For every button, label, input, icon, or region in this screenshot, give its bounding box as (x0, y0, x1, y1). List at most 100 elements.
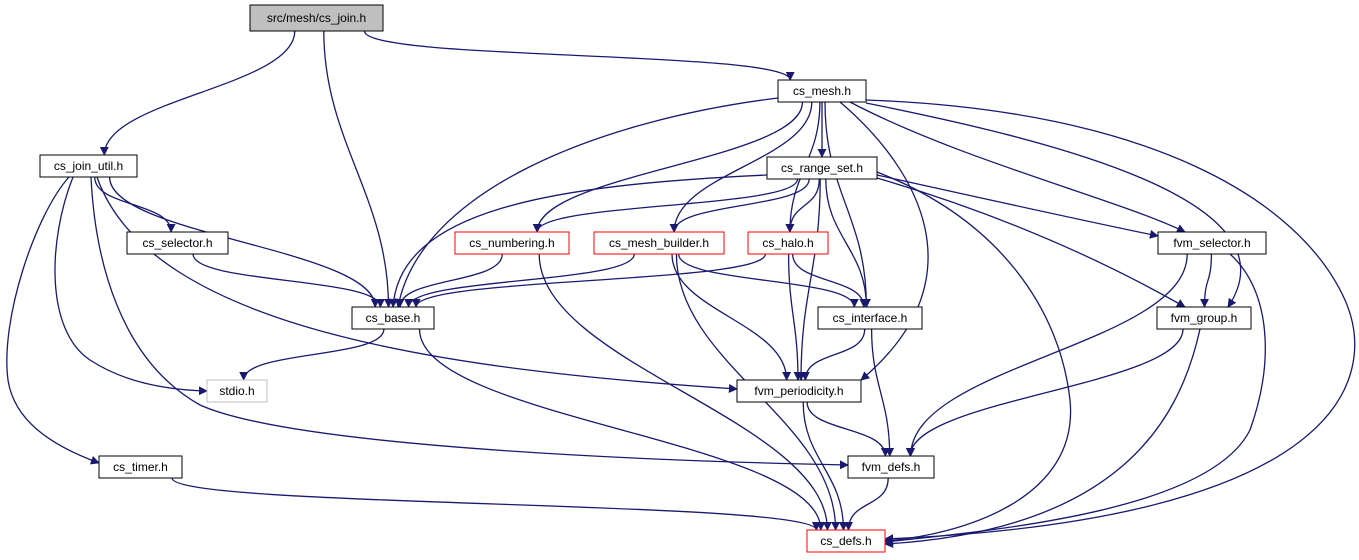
edge-cs_join_util-to-cs_base (108, 176, 380, 308)
node-label: cs_numbering.h (469, 236, 554, 250)
node-box (736, 379, 862, 403)
edge-cs_join_util-to-fvm_periodicity (96, 176, 738, 393)
edge-cs_range_set-to-cs_defs (876, 171, 1072, 545)
node-cs_halo[interactable]: cs_halo.h (747, 231, 829, 255)
edge-line (171, 477, 821, 531)
node-cs_interface[interactable]: cs_interface.h (817, 306, 923, 330)
edge-fvm_selector-to-cs_defs (884, 253, 1266, 546)
edge-line (404, 253, 635, 308)
edge-cs_mesh-to-cs_numbering (532, 101, 804, 233)
edge-line (796, 178, 821, 381)
edge-fvm_group-to-cs_defs (884, 328, 1201, 549)
edge-line (395, 253, 503, 308)
edge-cs_join_util-to-stdio (54, 176, 208, 396)
edge-fvm_selector-to-fvm_defs (906, 253, 1188, 457)
edge-root-to-cs_base (323, 30, 393, 308)
edge-line (1200, 253, 1213, 308)
edge-fvm_defs-to-cs_defs (844, 477, 889, 531)
node-fvm_selector[interactable]: fvm_selector.h (1157, 231, 1267, 255)
edge-cs_mesh-to-cs_mesh_builder (669, 101, 813, 233)
edge-cs_range_set-to-cs_interface (825, 178, 871, 308)
edge-cs_range_set-to-cs_mesh_builder (669, 178, 810, 233)
node-box (817, 306, 923, 330)
node-cs_range_set[interactable]: cs_range_set.h (766, 156, 878, 180)
node-label: fvm_periodicity.h (754, 384, 843, 398)
node-box (249, 4, 384, 32)
node-cs_numbering[interactable]: cs_numbering.h (454, 231, 570, 255)
edge-line (323, 30, 393, 308)
node-label: cs_halo.h (762, 236, 813, 250)
node-label: cs_base.h (366, 311, 421, 325)
edge-line (532, 178, 799, 233)
edge-line (389, 174, 768, 308)
edge-fvm_periodicity-to-cs_defs (802, 401, 848, 531)
edge-line (677, 253, 859, 308)
edge-cs_interface-to-fvm_periodicity (800, 328, 866, 381)
node-cs_mesh[interactable]: cs_mesh.h (777, 79, 867, 103)
node-label: fvm_group.h (1171, 311, 1238, 325)
edge-cs_timer-to-cs_defs (171, 477, 821, 531)
edge-cs_join_util-to-fvm_defs (90, 176, 849, 470)
node-box (777, 79, 867, 103)
node-fvm_defs[interactable]: fvm_defs.h (847, 455, 935, 479)
edge-line (870, 328, 895, 457)
edge-cs_numbering-to-cs_defs (538, 253, 832, 531)
node-fvm_group[interactable]: fvm_group.h (1156, 306, 1252, 330)
edge-line (395, 97, 779, 308)
edge-line (54, 176, 208, 396)
edge-cs_halo-to-cs_base (411, 253, 767, 308)
edge-line (538, 253, 832, 531)
edge-line (792, 253, 869, 308)
node-label: cs_mesh.h (793, 84, 851, 98)
edge-cs_mesh_builder-to-fvm_periodicity (671, 253, 792, 381)
node-cs_mesh_builder[interactable]: cs_mesh_builder.h (593, 231, 725, 255)
edge-cs_interface-to-fvm_defs (870, 328, 895, 457)
nodes-layer: src/mesh/cs_join.h cs_mesh.h cs_join_util.… (39, 4, 1267, 553)
node-fvm_periodicity[interactable]: fvm_periodicity.h (736, 379, 862, 403)
edge-line (876, 171, 1072, 545)
node-box (126, 231, 229, 255)
edge-line (839, 101, 929, 381)
node-label: stdio.h (219, 384, 254, 398)
node-box (593, 231, 725, 255)
node-label: fvm_defs.h (862, 460, 921, 474)
node-cs_defs[interactable]: cs_defs.h (806, 529, 886, 553)
edge-line (876, 174, 1159, 239)
node-cs_join_util[interactable]: cs_join_util.h (39, 154, 138, 178)
edges-layer (6, 30, 1356, 549)
node-label: cs_range_set.h (781, 161, 863, 175)
edge-line (239, 328, 385, 381)
edge-cs_join_util-to-cs_timer (6, 176, 100, 465)
edge-cs_mesh-to-cs_interface (824, 101, 871, 308)
edge-cs_range_set-to-fvm_group (876, 177, 1186, 308)
edge-line (669, 178, 810, 233)
node-box (1157, 231, 1267, 255)
edge-fvm_group-to-fvm_defs (905, 328, 1184, 457)
edge-line (906, 253, 1188, 457)
edge-root-to-cs_mesh (363, 30, 795, 81)
node-box (847, 455, 935, 479)
edge-cs_numbering-to-cs_base (395, 253, 503, 308)
edge-line (825, 178, 871, 308)
node-box (454, 231, 570, 255)
edge-line (411, 253, 767, 308)
edge-line (884, 253, 1266, 546)
edge-cs_mesh-to-cs_defs (865, 99, 1356, 544)
node-cs_selector[interactable]: cs_selector.h (126, 231, 229, 255)
edge-line (849, 101, 1186, 233)
node-cs_base[interactable]: cs_base.h (351, 306, 435, 330)
edge-cs_base-to-cs_defs (418, 328, 826, 531)
edge-line (363, 30, 795, 81)
node-label: cs_defs.h (820, 534, 871, 548)
node-root[interactable]: src/mesh/cs_join.h (249, 4, 384, 32)
edge-line (905, 328, 1184, 457)
node-box (98, 455, 183, 479)
node-label: cs_timer.h (113, 460, 168, 474)
node-cs_timer[interactable]: cs_timer.h (98, 455, 183, 479)
edge-line (785, 178, 820, 233)
node-box (1156, 306, 1252, 330)
edge-line (96, 176, 738, 393)
edge-line (802, 401, 848, 531)
edge-line (108, 176, 380, 308)
edge-root-to-cs_join_util (99, 30, 296, 156)
